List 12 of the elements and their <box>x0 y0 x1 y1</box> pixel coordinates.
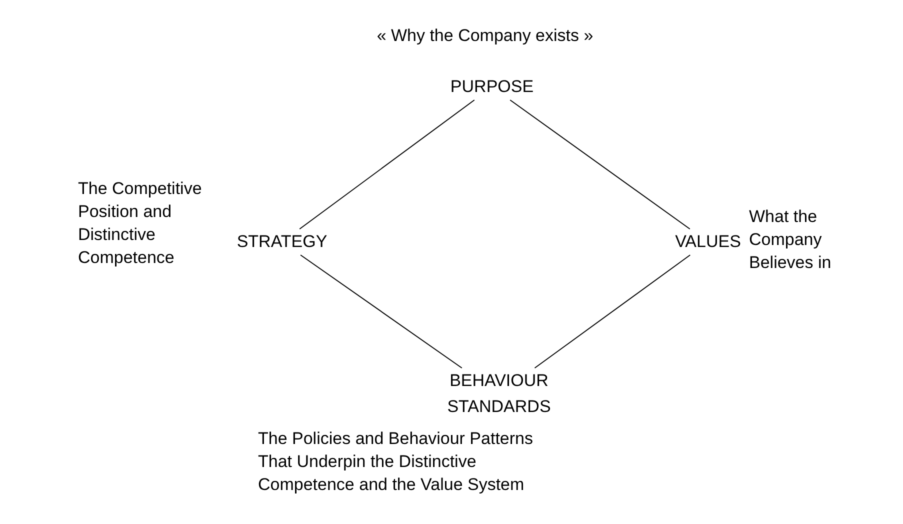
connector-line <box>300 254 462 368</box>
node-caption: The Policies and Behaviour Patterns That Underpin the Distinctive Competence and the Value System <box>258 428 534 496</box>
node-label: PURPOSE <box>446 74 538 100</box>
connector-line <box>510 100 690 230</box>
connector-line <box>534 254 691 368</box>
node-label: BEHAVIOUR STANDARDS <box>424 368 574 420</box>
connector-line <box>299 100 475 230</box>
node-label: STRATEGY <box>230 229 334 255</box>
node-caption: The Competitive Position and Distinctive Competence <box>78 178 203 269</box>
node-caption: What the Company Believes in <box>749 206 832 274</box>
node-label: VALUES <box>674 229 742 255</box>
node-caption: « Why the Company exists » <box>376 25 594 47</box>
